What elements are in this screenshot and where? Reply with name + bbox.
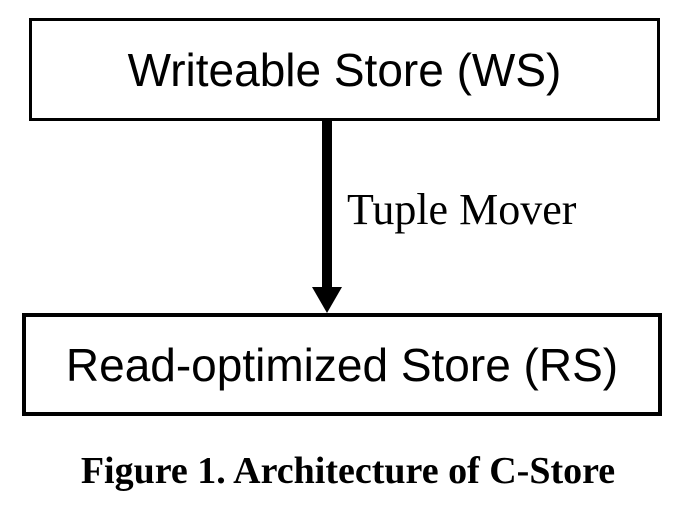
figure-caption: Figure 1. Architecture of C-Store [80,450,616,492]
tuple-mover-arrow-shaft [322,121,332,289]
node-read-optimized-store: Read-optimized Store (RS) [22,313,662,416]
edge-label-tuple-mover: Tuple Mover [347,185,577,234]
arrow-down-icon [312,287,342,313]
node-writeable-store: Writeable Store (WS) [29,18,660,121]
node-writeable-store-label: Writeable Store (WS) [127,43,562,96]
node-read-optimized-store-label: Read-optimized Store (RS) [65,338,619,391]
